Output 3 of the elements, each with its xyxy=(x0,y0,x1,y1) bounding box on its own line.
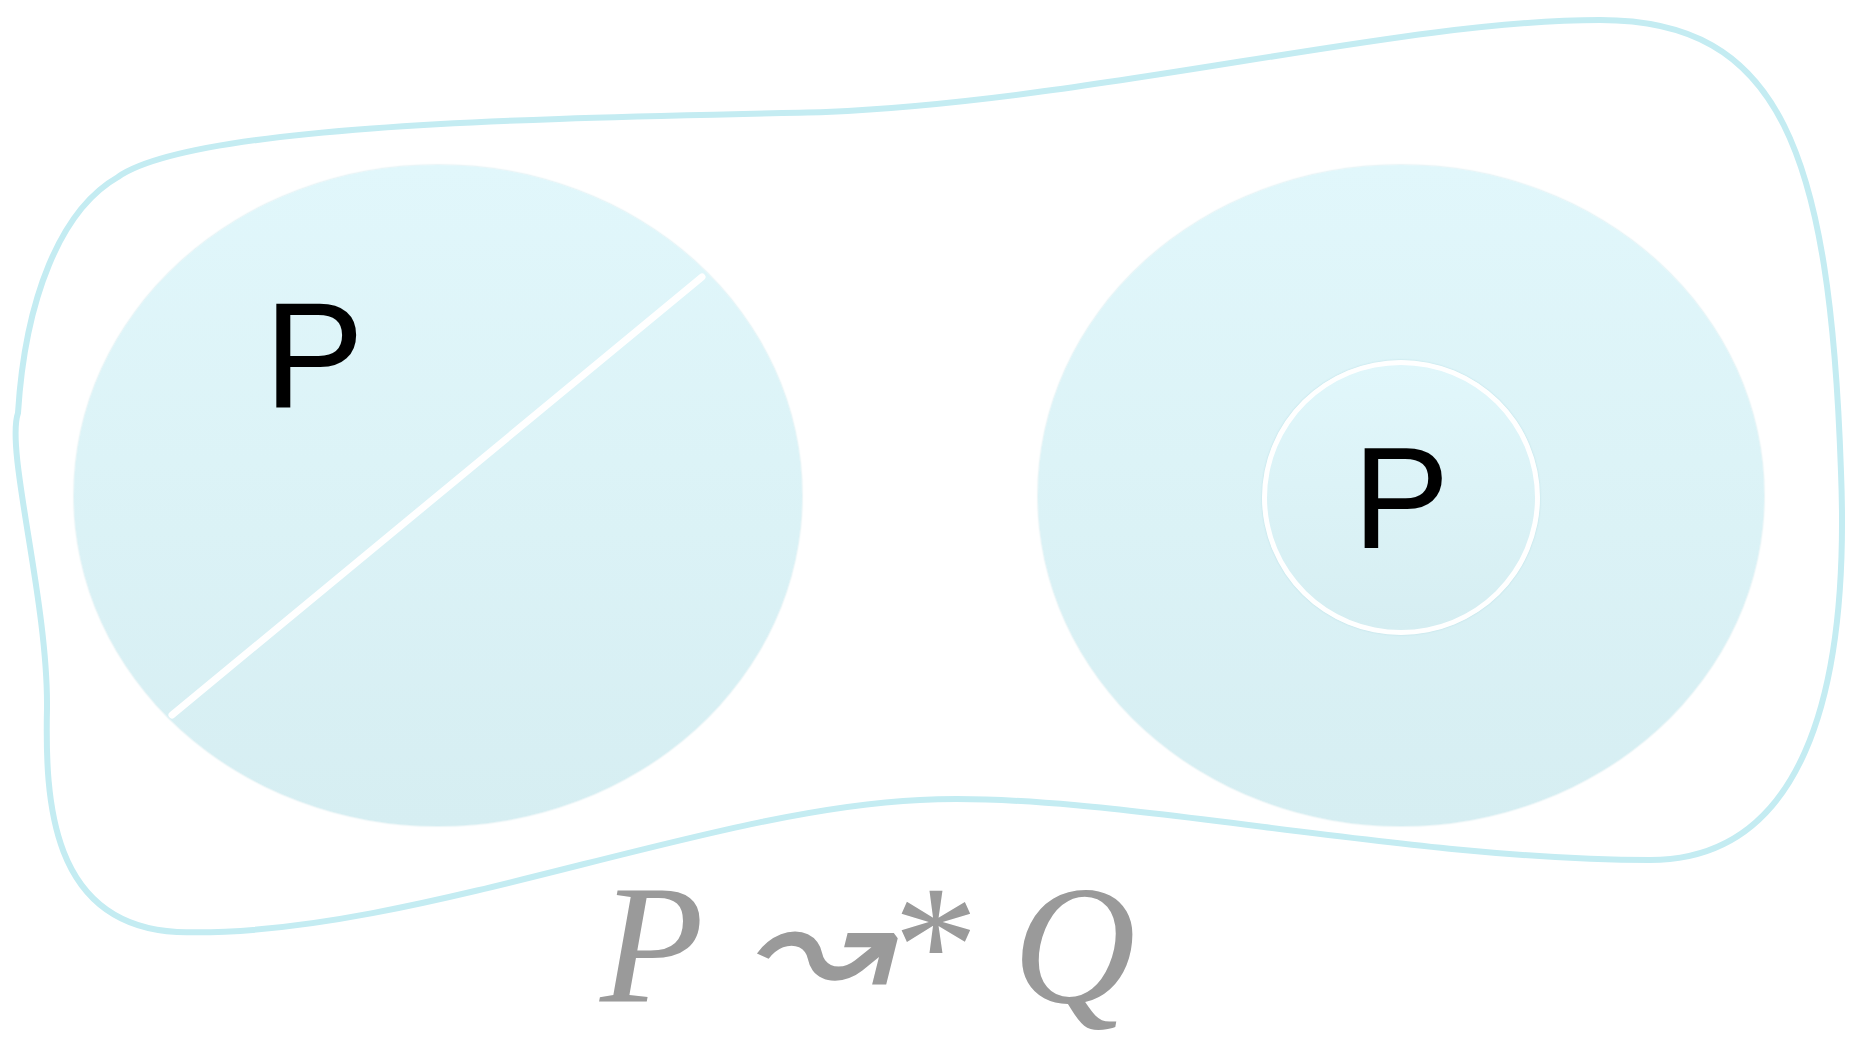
set-label: P xyxy=(264,280,365,430)
formula-caption: P ↝* Q xyxy=(600,860,1136,1030)
set-label: P xyxy=(1352,425,1450,570)
